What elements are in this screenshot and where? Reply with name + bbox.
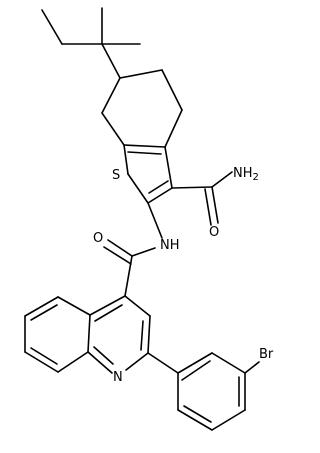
amide-nh-label: NH [160,238,180,253]
carboxamide-nh2-label: NH2 [233,166,259,183]
carboxamide-oxygen-label: O [209,225,219,240]
amide-linker [103,202,163,297]
cyclohexene-ring [101,69,183,148]
bromine-atom-label: Br [259,347,274,362]
bromophenyl-ring [147,352,260,431]
sulfur-atom-label: S [112,168,120,183]
molecule-canvas: S NH NH2 O O N Br [24,7,274,431]
linker-oxygen-label: O [93,231,103,246]
nh2-subscript: 2 [253,172,259,183]
carboxamide-group [171,171,233,226]
tert-pentyl-group [41,7,141,79]
quinoline-benzo-ring [24,296,91,373]
molecule-structure: S NH NH2 O O N Br [24,7,274,431]
quinoline-pyridine-ring [87,295,151,374]
quinoline-nitrogen-label: N [113,370,123,385]
thiophene-ring [123,144,173,204]
